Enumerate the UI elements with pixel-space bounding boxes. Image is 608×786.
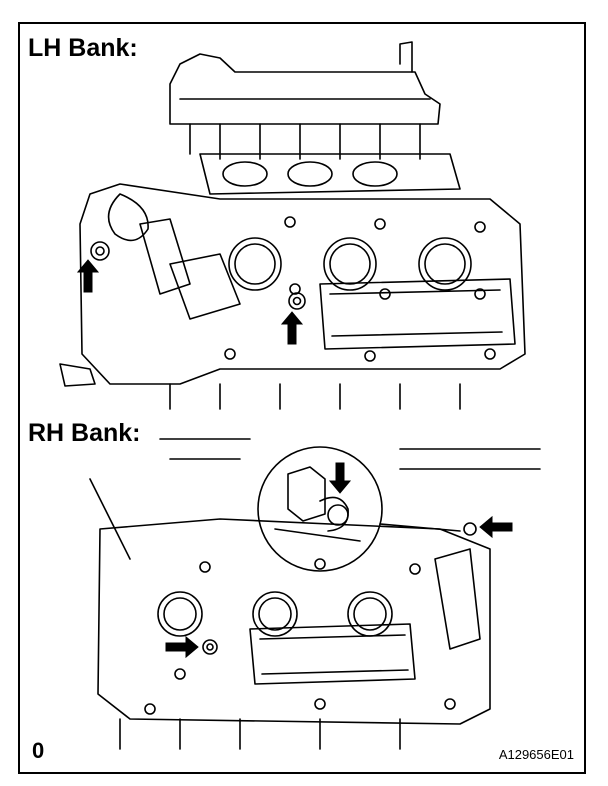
- figure-frame: LH Bank:: [18, 22, 586, 774]
- zoom-callout-circle: [257, 446, 383, 572]
- lh-bank-panel: LH Bank:: [20, 24, 584, 414]
- figure-code: A129656E01: [498, 747, 574, 762]
- lh-bank-label: LH Bank:: [28, 34, 138, 62]
- rh-arrow-group: [165, 462, 513, 659]
- arrow-indicator-icon: [479, 515, 513, 539]
- rh-bank-label: RH Bank:: [28, 419, 141, 447]
- figure-marker: 0: [32, 738, 45, 763]
- arrow-indicator-icon: [328, 462, 352, 494]
- panel-divider: [20, 416, 584, 417]
- rh-bank-panel: RH Bank:: [20, 419, 584, 759]
- arrow-indicator-icon: [165, 635, 199, 659]
- arrow-indicator-icon: [280, 311, 304, 345]
- lh-arrow-group: [76, 259, 304, 345]
- arrow-indicator-icon: [76, 259, 100, 293]
- lh-engine-illustration: [59, 41, 526, 410]
- rh-engine-illustration: [89, 438, 541, 750]
